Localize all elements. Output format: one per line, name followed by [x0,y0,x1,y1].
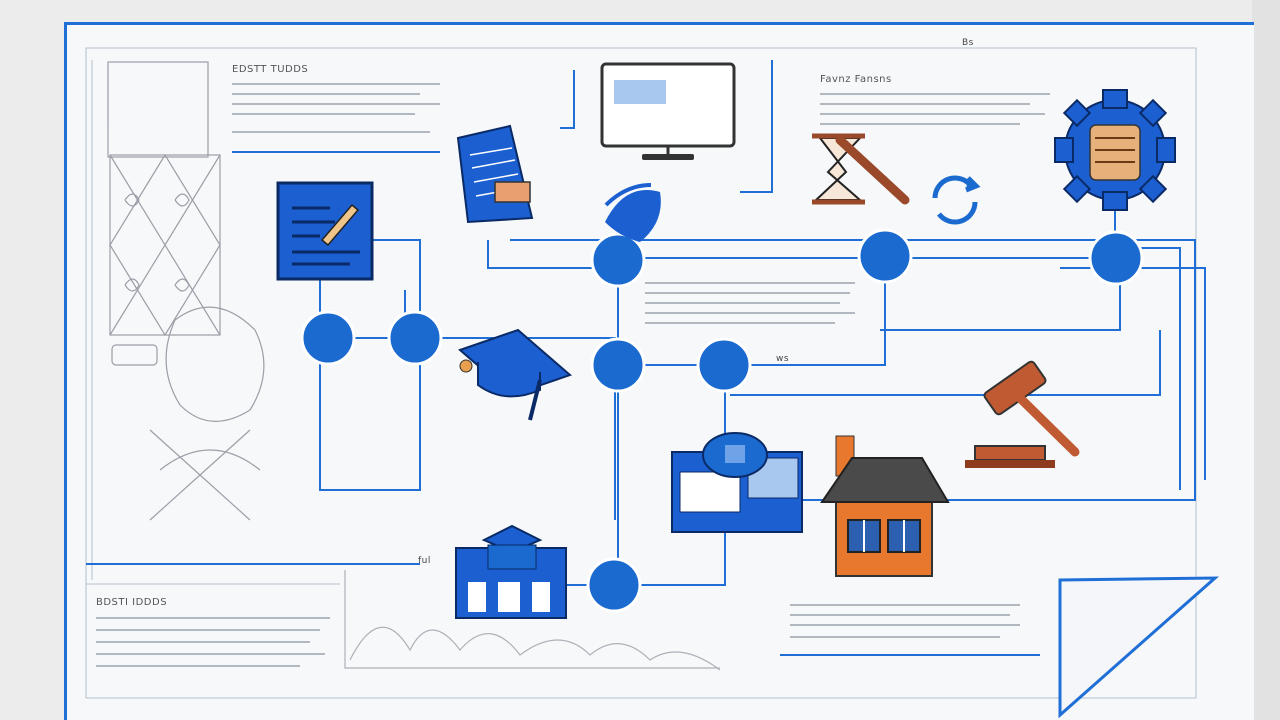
monitor-icon [600,62,736,160]
scribble-1: Bs [962,38,974,48]
text-block-center [645,282,855,324]
document-pen-icon [276,181,374,281]
text-block-bottom-right [790,604,1020,638]
text-block-top-right [820,93,1050,125]
computer-icon [671,432,803,533]
text-block-bottom-left [96,617,330,667]
scribble-2: ful [418,556,431,566]
house-icon [820,435,950,577]
text-block-top-left [232,83,440,133]
graduation-cap-icon [458,328,572,421]
landscape-sketch [344,570,721,671]
node-2 [387,310,443,366]
hourglass-icon [812,133,910,205]
school-icon [455,524,567,619]
node-1 [300,310,356,366]
book-icon [456,124,534,224]
gavel-icon [965,360,1080,468]
page-edge [1252,0,1280,720]
node-3 [590,232,646,288]
flow-lines [86,60,1206,656]
node-8 [586,557,642,613]
flow-nodes [300,228,1144,613]
node-6 [857,228,913,284]
bird-icon [604,183,661,242]
node-5 [696,337,752,393]
refresh-icon [932,175,981,225]
scribble-3: ws [776,354,790,364]
label-bottom-left: BDSTI IDDDS [96,597,168,608]
label-top-right: Favnz Fansns [820,74,892,85]
left-sketch [107,61,265,521]
node-4 [590,337,646,393]
label-top-left: EDSTT TUDDS [232,64,309,75]
page-fold [1058,576,1220,719]
node-7 [1088,230,1144,286]
gear-icon [1054,89,1176,211]
